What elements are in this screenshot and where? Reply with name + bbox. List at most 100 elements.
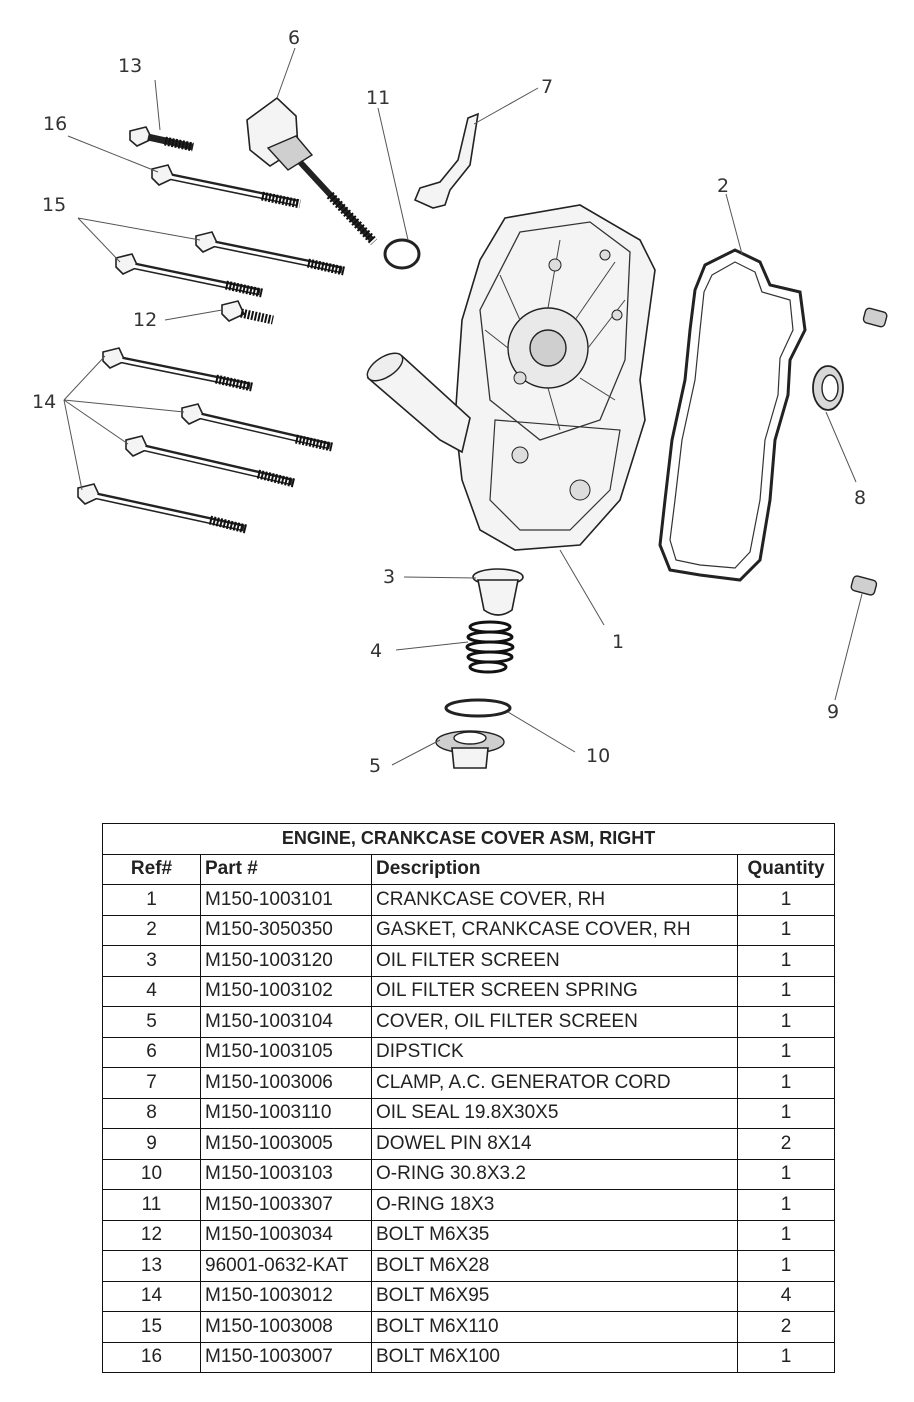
ref-cell: 1 bbox=[102, 884, 201, 916]
ref-cell: 13 bbox=[102, 1250, 201, 1282]
table-title: ENGINE, CRANKCASE COVER ASM, RIGHT bbox=[101, 823, 836, 855]
oil-filter-spring bbox=[465, 620, 515, 674]
quantity-cell: 1 bbox=[736, 1341, 836, 1373]
o-ring-10 bbox=[444, 698, 512, 718]
ref-cell: 4 bbox=[102, 975, 201, 1007]
quantity-cell: 1 bbox=[736, 884, 836, 916]
description-cell: CLAMP, A.C. GENERATOR CORD bbox=[371, 1067, 738, 1099]
dipstick bbox=[246, 96, 378, 246]
description-cell: GASKET, CRANKCASE COVER, RH bbox=[371, 914, 738, 946]
ref-cell: 15 bbox=[102, 1311, 201, 1343]
callout-8: 8 bbox=[854, 487, 866, 509]
callout-2: 2 bbox=[717, 175, 729, 197]
part-number-cell: M150-1003008 bbox=[200, 1311, 372, 1343]
description-cell: BOLT M6X35 bbox=[371, 1219, 738, 1251]
part-number-cell: M150-1003110 bbox=[200, 1097, 372, 1129]
part-number-cell: M150-1003102 bbox=[200, 975, 372, 1007]
bolt-14d bbox=[77, 483, 248, 534]
dowel-pin-lower bbox=[850, 575, 878, 596]
bolt-15a bbox=[195, 231, 345, 276]
o-ring-11 bbox=[383, 238, 421, 270]
ref-cell: 2 bbox=[102, 914, 201, 946]
bolt-16 bbox=[151, 164, 301, 209]
callout-5: 5 bbox=[369, 755, 381, 777]
description-cell: O-RING 30.8X3.2 bbox=[371, 1158, 738, 1190]
part-number-cell: M150-1003006 bbox=[200, 1067, 372, 1099]
ref-cell: 12 bbox=[102, 1219, 201, 1251]
quantity-cell: 1 bbox=[736, 975, 836, 1007]
description-cell: OIL FILTER SCREEN SPRING bbox=[371, 975, 738, 1007]
oil-filter-screen bbox=[472, 568, 524, 616]
callout-1: 1 bbox=[612, 631, 624, 653]
oil-filter-cover bbox=[435, 730, 505, 769]
callout-15: 15 bbox=[42, 194, 66, 216]
part-number-cell: M150-1003012 bbox=[200, 1280, 372, 1312]
quantity-cell: 4 bbox=[736, 1280, 836, 1312]
callout-16: 16 bbox=[43, 113, 67, 135]
ref-cell: 5 bbox=[102, 1006, 201, 1038]
ref-cell: 6 bbox=[102, 1036, 201, 1068]
callout-9: 9 bbox=[827, 701, 839, 723]
ref-cell: 14 bbox=[102, 1280, 201, 1312]
quantity-cell: 1 bbox=[736, 1250, 836, 1282]
callout-6: 6 bbox=[288, 27, 300, 49]
callout-10: 10 bbox=[586, 745, 610, 767]
header-part: Part # bbox=[200, 853, 372, 885]
callout-7: 7 bbox=[541, 76, 553, 98]
description-cell: OIL FILTER SCREEN bbox=[371, 945, 738, 977]
table-header-row: Ref# Part # Description Quantity bbox=[102, 853, 836, 885]
description-cell: OIL SEAL 19.8X30X5 bbox=[371, 1097, 738, 1129]
callout-13: 13 bbox=[118, 55, 142, 77]
description-cell: BOLT M6X95 bbox=[371, 1280, 738, 1312]
dowel-pin-upper bbox=[862, 307, 888, 328]
ref-cell: 7 bbox=[102, 1067, 201, 1099]
part-number-cell: M150-1003105 bbox=[200, 1036, 372, 1068]
bolt-14c bbox=[125, 435, 296, 488]
description-cell: DIPSTICK bbox=[371, 1036, 738, 1068]
callout-4: 4 bbox=[370, 640, 382, 662]
quantity-cell: 1 bbox=[736, 914, 836, 946]
part-number-cell: M150-1003101 bbox=[200, 884, 372, 916]
description-cell: BOLT M6X100 bbox=[371, 1341, 738, 1373]
quantity-cell: 1 bbox=[736, 1189, 836, 1221]
ref-cell: 8 bbox=[102, 1097, 201, 1129]
part-number-cell: M150-3050350 bbox=[200, 914, 372, 946]
part-number-cell: M150-1003104 bbox=[200, 1006, 372, 1038]
quantity-cell: 2 bbox=[736, 1311, 836, 1343]
description-cell: CRANKCASE COVER, RH bbox=[371, 884, 738, 916]
part-number-cell: M150-1003307 bbox=[200, 1189, 372, 1221]
description-cell: DOWEL PIN 8X14 bbox=[371, 1128, 738, 1160]
bolt-14b bbox=[181, 403, 333, 452]
description-cell: COVER, OIL FILTER SCREEN bbox=[371, 1006, 738, 1038]
quantity-cell: 1 bbox=[736, 1036, 836, 1068]
quantity-cell: 1 bbox=[736, 1067, 836, 1099]
description-cell: O-RING 18X3 bbox=[371, 1189, 738, 1221]
ref-cell: 11 bbox=[102, 1189, 201, 1221]
ref-cell: 16 bbox=[102, 1341, 201, 1373]
description-cell: BOLT M6X28 bbox=[371, 1250, 738, 1282]
bolt-13 bbox=[129, 126, 194, 152]
part-number-cell: M150-1003120 bbox=[200, 945, 372, 977]
ref-cell: 3 bbox=[102, 945, 201, 977]
quantity-cell: 1 bbox=[736, 1219, 836, 1251]
callout-labels: 1 2 3 4 5 6 7 8 9 10 11 12 13 14 15 16 bbox=[32, 27, 866, 777]
header-desc: Description bbox=[371, 853, 738, 885]
quantity-cell: 1 bbox=[736, 1097, 836, 1129]
quantity-cell: 1 bbox=[736, 1006, 836, 1038]
leader-lines bbox=[63, 47, 863, 766]
part-number-cell: M150-1003005 bbox=[200, 1128, 372, 1160]
callout-3: 3 bbox=[383, 566, 395, 588]
part-number-cell: M150-1003007 bbox=[200, 1341, 372, 1373]
header-ref: Ref# bbox=[102, 853, 201, 885]
ref-cell: 10 bbox=[102, 1158, 201, 1190]
crankcase-cover bbox=[366, 204, 656, 551]
